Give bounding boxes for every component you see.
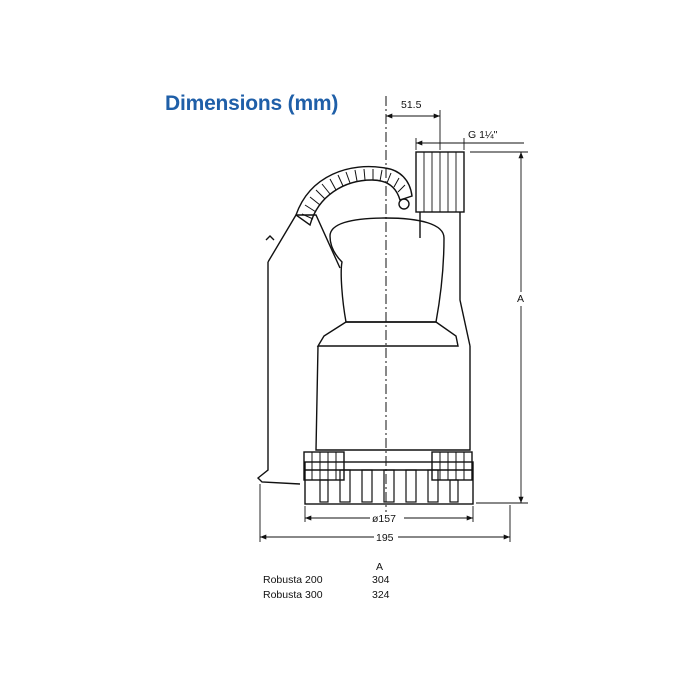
dim-157-label: ø157: [372, 513, 396, 525]
handle-hinge: [265, 235, 275, 241]
clip-ribs: [311, 452, 465, 480]
pump-base: [304, 461, 474, 505]
table-row-value: 324: [372, 589, 390, 601]
base-clip-left: [303, 451, 345, 481]
table-row-value: 304: [372, 574, 390, 586]
motor-cover: [329, 217, 445, 323]
outlet-riser: [419, 212, 471, 347]
dim-195-label: 195: [376, 532, 394, 544]
dim-a-label: A: [517, 293, 524, 305]
dim-thread-label: G 1¼": [468, 129, 498, 141]
base-inlet-slots: [319, 469, 459, 503]
table-header-a: A: [376, 561, 384, 573]
table-row-model: Robusta 200: [263, 574, 323, 586]
motor-collar: [316, 321, 459, 347]
page-title: Dimensions (mm): [165, 92, 339, 115]
dim-51-5-label: 51.5: [401, 99, 422, 111]
handle-pivot: [398, 198, 410, 210]
handle-grip-ribs: [301, 168, 406, 220]
table-row-model: Robusta 300: [263, 589, 323, 601]
handle-arch: [295, 165, 413, 227]
handle-back-plate: [256, 214, 341, 485]
pump-body: [315, 345, 471, 451]
outlet-threads: [423, 152, 457, 212]
